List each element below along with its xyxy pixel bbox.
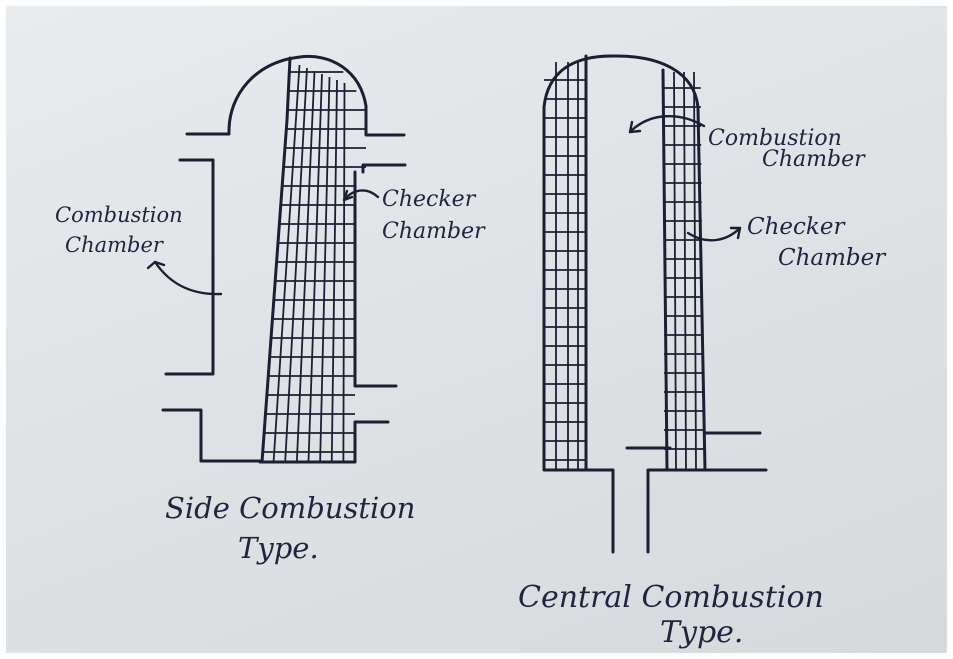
side-stove-right-lower-port: [260, 422, 388, 462]
side-combustion-label-line2: Chamber: [65, 233, 165, 257]
central-checker-arrow: [688, 228, 740, 240]
side-combustion-label-line1: Combustion: [55, 203, 183, 227]
side-stove-right-upper-port: [363, 165, 405, 172]
central-stove-right-wall: [698, 108, 766, 470]
central-left-checker-grid: [544, 62, 586, 470]
side-checker-label-line2: Chamber: [382, 219, 486, 244]
side-caption-line2: Type.: [238, 531, 319, 565]
side-grid-col: [343, 83, 344, 461]
side-checker-grid: [263, 65, 366, 461]
side-stove-left-wall: [166, 160, 213, 374]
central-checker-label-line2: Chamber: [778, 245, 887, 271]
side-checker-left-edge: [262, 58, 290, 462]
side-stove-top-right-port: [366, 133, 404, 135]
side-caption-line1: Side Combustion: [165, 491, 415, 525]
side-stove-top-left-port: [187, 131, 229, 134]
central-stove-bottom-port: [648, 470, 705, 552]
side-grid-col: [320, 77, 329, 461]
side-combustion-stove: [163, 56, 405, 462]
central-combustion-arrow: [630, 116, 704, 132]
side-stove-lower-left-port: [163, 410, 260, 461]
side-combustion-arrow: [155, 262, 221, 294]
central-right-checker-edge: [663, 70, 667, 470]
side-grid-col: [332, 80, 337, 461]
central-checker-label-line1: Checker: [747, 214, 846, 240]
central-caption-line1: Central Combustion: [518, 580, 824, 615]
side-grid-col: [309, 74, 323, 461]
side-checker-label-line1: Checker: [382, 187, 477, 212]
central-combustion-label-line2: Chamber: [762, 147, 866, 172]
central-caption-line2: Type.: [660, 615, 743, 650]
